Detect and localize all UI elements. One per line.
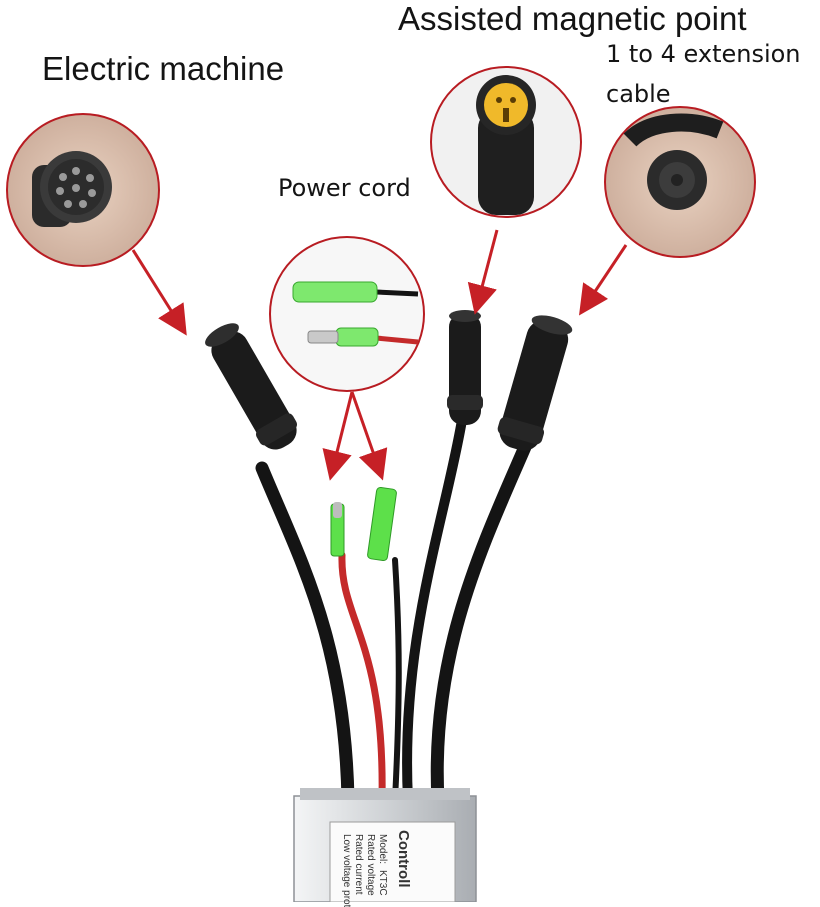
pas-cable	[402, 415, 467, 805]
power-terminals	[330, 486, 397, 562]
callout-extension-socket	[604, 106, 756, 258]
pointer-arrows	[131, 229, 628, 481]
label-assisted-magnetic-point: Assisted magnetic point	[398, 0, 747, 37]
arrow-motor	[131, 249, 187, 336]
label-electric-machine: Electric machine	[42, 50, 285, 87]
motor-cable	[255, 461, 355, 807]
label-extension-cable-line2: cable	[606, 80, 671, 108]
socket-pins	[56, 167, 96, 208]
controller-box	[293, 788, 477, 902]
callout-power-cord	[269, 236, 425, 392]
arrow-extension	[579, 244, 628, 316]
power-red-wire	[338, 551, 386, 804]
callout-motor-socket	[6, 113, 160, 267]
extension-connector	[497, 315, 573, 451]
cable-bundle	[255, 415, 535, 807]
arrow-pas	[467, 229, 499, 315]
label-power-cord: Power cord	[278, 174, 411, 202]
label-extension-cable-line1: 1 to 4 extension	[606, 40, 801, 68]
power-black-wire	[392, 557, 402, 803]
motor-connector	[205, 323, 297, 450]
pas-connector	[447, 310, 483, 425]
arrow-power-right	[350, 391, 388, 481]
callout-pas-sensor	[430, 66, 582, 218]
extension-cable	[430, 433, 535, 807]
arrow-power-left	[322, 391, 354, 481]
